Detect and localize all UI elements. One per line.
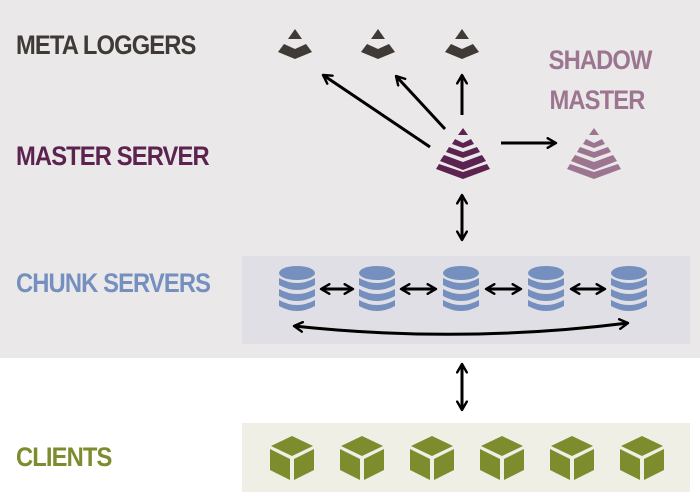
shadow-master-label-line2: MASTER [549,85,645,115]
meta-loggers-label: META LOGGERS [16,30,196,60]
client-6-cube-icon [620,436,664,480]
shadow-master-label: SHADOW MASTER [548,40,653,120]
client-1-cube-icon [270,436,314,480]
chunk-server-4-database-icon [528,266,564,311]
chunk-server-3-database-icon [443,266,479,311]
shadow-master-label-line1: SHADOW [548,45,653,75]
client-3-cube-icon [410,436,454,480]
master-server-pyramid-icon [436,128,490,179]
arrow-master-to-meta-logger-1 [321,73,431,149]
clients-label: CLIENTS [16,442,112,472]
meta-logger-3-pyramid-icon [445,29,479,59]
client-2-cube-icon [340,436,384,480]
client-4-cube-icon [480,436,524,480]
chunk-server-1-database-icon [279,266,315,311]
meta-logger-1-pyramid-icon [278,29,312,59]
arrow-master-to-meta-logger-2 [394,74,447,131]
clients-panel [242,423,690,492]
client-5-cube-icon [550,436,594,480]
arrow-chunk-1-5 [292,318,630,336]
chunk-server-5-database-icon [611,266,647,311]
chunk-server-2-database-icon [359,266,395,311]
master-server-label: MASTER SERVER [16,141,210,171]
meta-logger-2-pyramid-icon [361,29,395,59]
shadow-master-pyramid-icon [567,128,621,179]
chunk-servers-label: CHUNK SERVERS [16,268,211,298]
